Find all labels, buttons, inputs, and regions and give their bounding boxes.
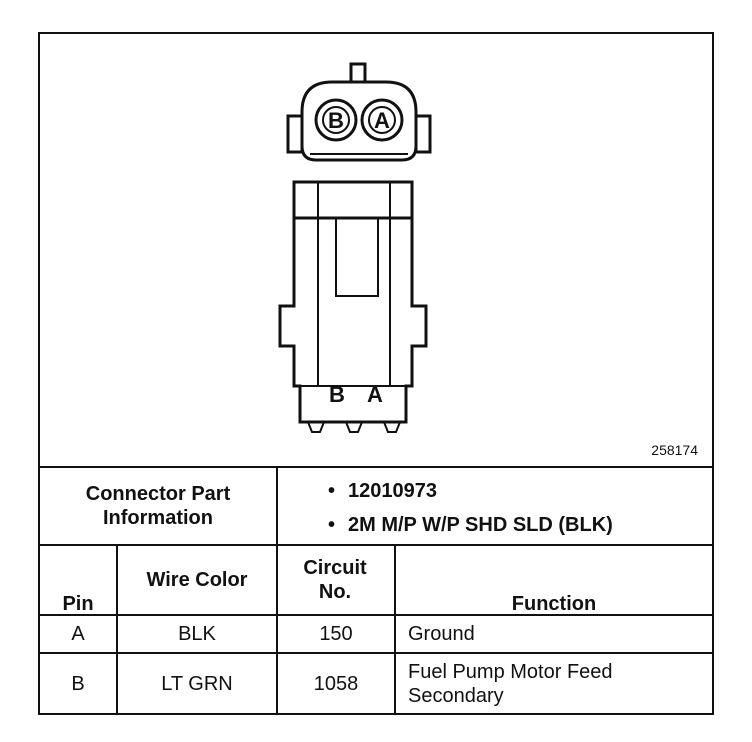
body-pin-b-label: B — [329, 382, 345, 407]
header-function: Function — [511, 593, 597, 615]
part-number-item: • 12010973 — [328, 480, 437, 503]
divider-header — [40, 544, 712, 546]
body-pin-a-label: A — [367, 382, 383, 407]
row-b-function: Fuel Pump Motor Feed Secondary — [408, 660, 613, 707]
part-description: 2M M/P W/P SHD SLD (BLK) — [348, 514, 613, 536]
part-description-item: • 2M M/P W/P SHD SLD (BLK) — [328, 514, 613, 537]
figure-id: 258174 — [651, 442, 698, 458]
connector-figure-frame: B A B A 258174 Connector Part Informatio… — [38, 32, 714, 715]
divider-top — [40, 466, 712, 468]
part-number: 12010973 — [348, 480, 437, 502]
row-a-function: Ground — [408, 623, 475, 645]
connector-diagram: B A B A — [278, 62, 432, 433]
part-info-label: Connector Part Information — [85, 483, 231, 529]
row-b-pin: B — [71, 672, 85, 695]
bullet-icon: • — [328, 514, 336, 536]
header-wire-color: Wire Color — [146, 569, 248, 591]
face-pin-b-label: B — [328, 108, 344, 133]
header-circuit: Circuit No. — [303, 557, 367, 603]
bullet-icon: • — [328, 480, 336, 502]
divider-row-b — [40, 652, 712, 654]
col-divider-1 — [116, 544, 118, 713]
row-b-circuit: 1058 — [313, 672, 359, 695]
connector-face — [286, 62, 432, 162]
col-divider-3 — [394, 544, 396, 713]
connector-body — [278, 180, 428, 433]
face-pin-a-label: A — [374, 108, 390, 133]
row-a-wire-color: BLK — [178, 623, 216, 645]
row-a-circuit: 150 — [319, 623, 353, 645]
row-a-pin: A — [71, 623, 85, 645]
header-pin: Pin — [62, 593, 94, 615]
divider-row-a — [40, 614, 712, 616]
divider-part-info — [276, 466, 278, 544]
col-divider-2 — [276, 544, 278, 713]
row-b-wire-color: LT GRN — [161, 672, 233, 695]
